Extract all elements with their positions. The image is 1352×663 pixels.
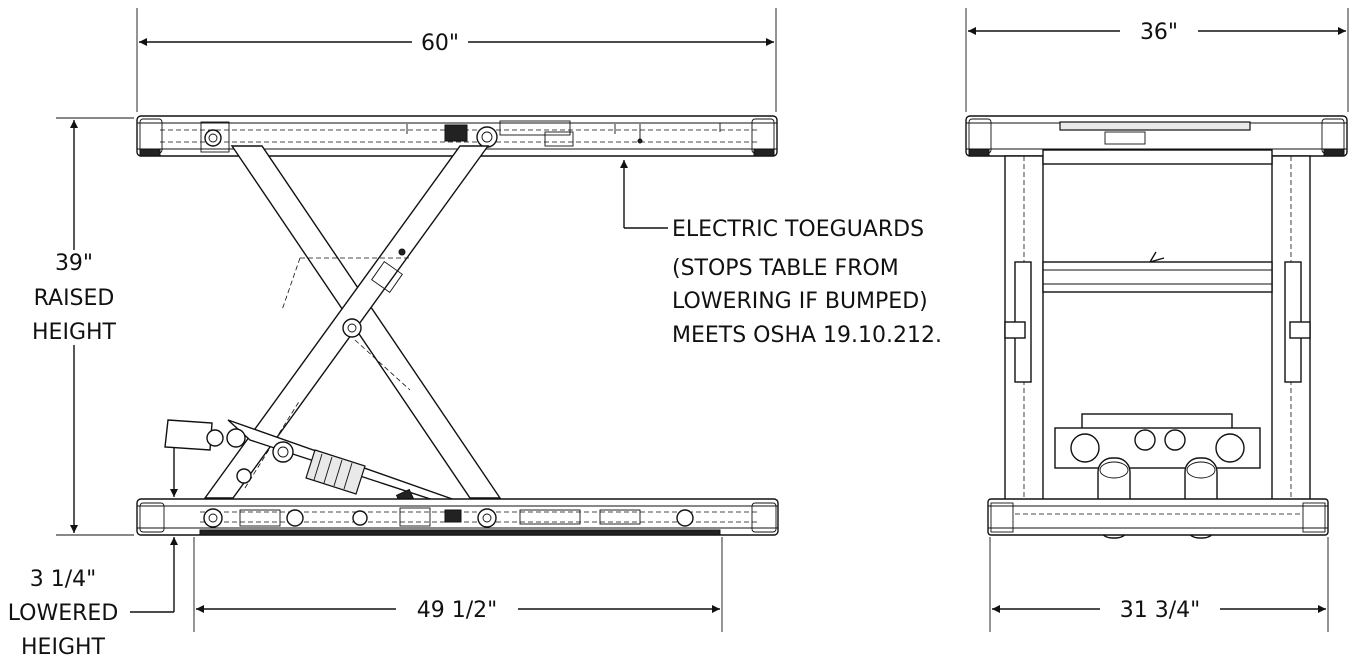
platform-width-label: 36": [1140, 20, 1178, 45]
base-length-label: 49 1/2": [417, 598, 498, 623]
lowered-height-value: 3 1/4": [30, 567, 97, 592]
lowered-height-line2: HEIGHT: [21, 635, 106, 660]
callout-line-2: (STOPS TABLE FROM: [672, 256, 899, 281]
dim-platform-length: 60": [139, 31, 774, 56]
end-top-platform: [965, 115, 1348, 157]
toeguard-leader: [620, 160, 668, 229]
dim-raised-height: 39" RAISED HEIGHT: [32, 117, 134, 536]
scissor-arms: [203, 145, 502, 499]
lowered-height-line1: LOWERED: [8, 601, 119, 626]
dim-base-length: 49 1/2": [193, 537, 723, 632]
callout-line-3: LOWERING IF BUMPED): [672, 289, 928, 314]
callout-line-1: ELECTRIC TOEGUARDS: [672, 217, 924, 242]
callout-line-4: MEETS OSHA 19.10.212.: [672, 323, 942, 348]
side-view: 60": [8, 8, 942, 660]
dim-base-width: 31 3/4": [989, 537, 1329, 632]
raised-height-line2: HEIGHT: [32, 320, 117, 345]
raised-height-line1: RAISED: [34, 286, 115, 311]
end-uprights: [1004, 149, 1311, 502]
raised-height-value: 39": [55, 251, 93, 276]
base-frame: [136, 498, 779, 536]
platform-length-label: 60": [421, 31, 459, 56]
toeguard-callout: ELECTRIC TOEGUARDS (STOPS TABLE FROM LOW…: [672, 217, 942, 348]
dim-lowered-height: 3 1/4" LOWERED HEIGHT: [8, 448, 178, 660]
end-view: 36": [965, 8, 1349, 632]
dim-platform-width: 36": [968, 20, 1346, 45]
top-platform: [136, 115, 778, 157]
end-base-frame: [987, 498, 1329, 536]
base-width-label: 31 3/4": [1120, 598, 1201, 623]
